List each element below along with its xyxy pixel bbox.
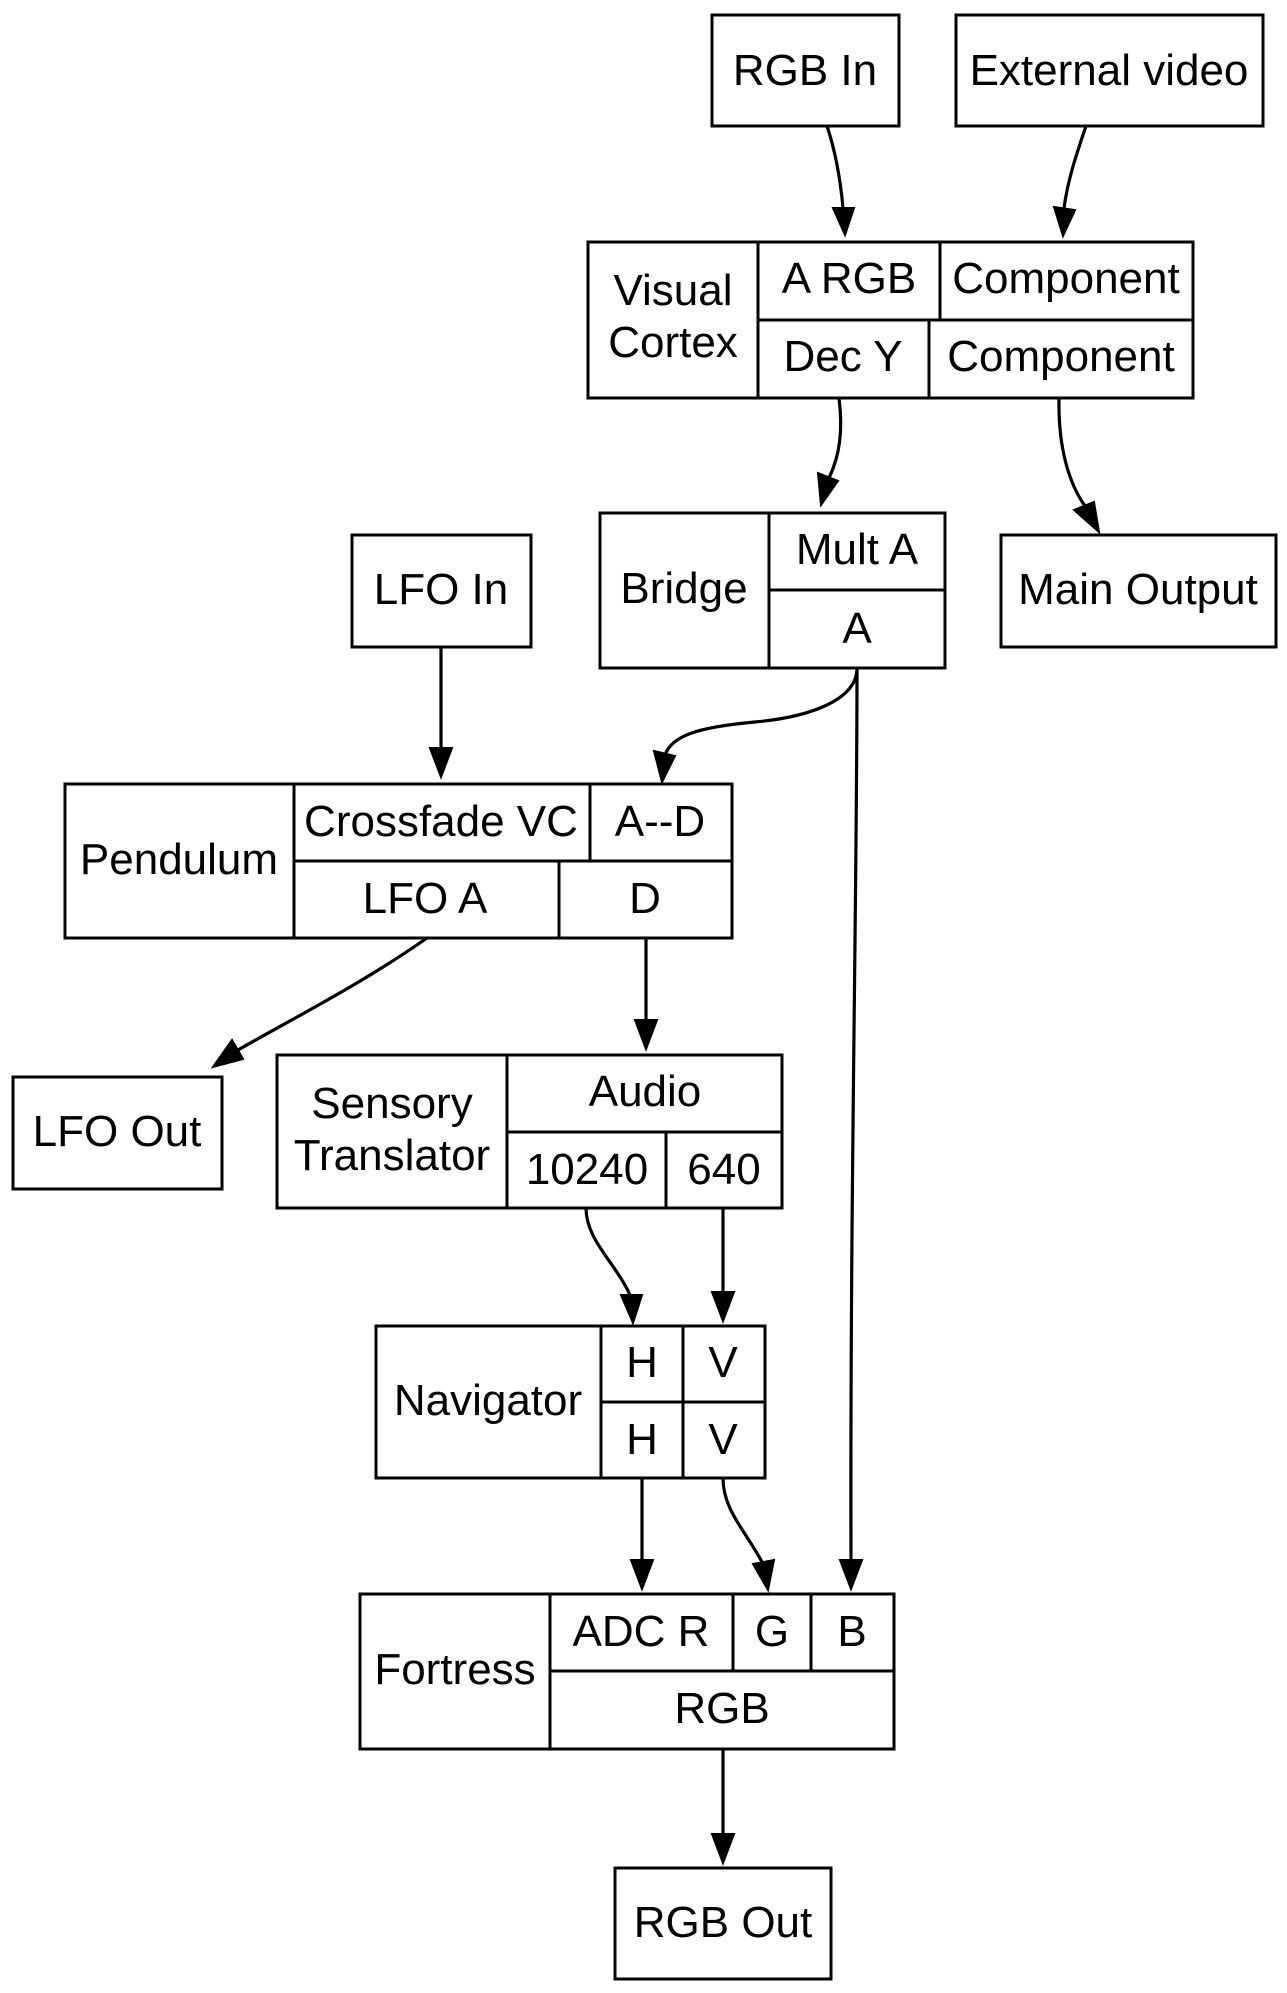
arrowhead <box>710 1291 736 1324</box>
node-navigator: Navigator H V H V <box>374 1324 767 1480</box>
edge-lfo-a-to-lfo-out <box>237 936 428 1052</box>
node-label: External video <box>970 46 1249 95</box>
port-component-in: Component <box>952 254 1179 303</box>
node-label-line2: Translator <box>294 1131 490 1180</box>
node-lfo-in: LFO In <box>350 533 533 649</box>
node-visual-cortex: Visual Cortex A RGB Component Dec Y Comp… <box>586 240 1195 400</box>
node-rgb-out: RGB Out <box>613 1866 833 1981</box>
port-audio: Audio <box>589 1067 702 1116</box>
node-fortress: Fortress ADC R G B RGB <box>358 1592 896 1751</box>
node-pendulum: Pendulum Crossfade VC A--D LFO A D <box>63 782 734 940</box>
node-label: Main Output <box>1018 565 1258 614</box>
node-label-line2: Cortex <box>608 318 738 367</box>
node-label-line1: Visual <box>613 266 732 315</box>
port-rgb: RGB <box>674 1684 769 1733</box>
arrowhead <box>210 1038 245 1069</box>
node-label: Pendulum <box>80 835 278 884</box>
arrowhead <box>1052 205 1077 239</box>
node-label: Fortress <box>374 1645 535 1694</box>
port-component-out: Component <box>947 332 1174 381</box>
arrowhead <box>1072 500 1101 535</box>
node-label: RGB Out <box>634 1898 813 1947</box>
port-a-rgb: A RGB <box>782 254 917 303</box>
node-label: Navigator <box>394 1376 582 1425</box>
arrowhead <box>838 1559 864 1592</box>
arrowhead <box>428 747 454 780</box>
edge-dec-y-to-bridge <box>827 397 843 479</box>
port-adc-r: ADC R <box>573 1607 710 1656</box>
port-b: B <box>837 1607 866 1656</box>
node-external-video: External video <box>954 13 1265 128</box>
edge-rgb-in-to-visual-cortex <box>825 125 845 209</box>
edges <box>210 125 1101 1866</box>
node-label-line1: Sensory <box>311 1079 472 1128</box>
node-label: LFO In <box>374 565 509 614</box>
edge-external-video-to-visual-cortex <box>1062 125 1088 209</box>
node-lfo-out: LFO Out <box>11 1075 224 1191</box>
port-h-in: H <box>626 1338 658 1387</box>
port-g: G <box>755 1607 789 1656</box>
port-v-in: V <box>708 1338 738 1387</box>
node-rgb-in: RGB In <box>710 13 901 128</box>
edge-10240-to-navigator-h <box>584 1207 632 1296</box>
port-a-d: A--D <box>615 797 705 846</box>
node-label: Bridge <box>620 564 747 613</box>
arrowhead <box>816 471 840 508</box>
port-h-out: H <box>626 1415 658 1464</box>
port-mult-a: Mult A <box>796 525 919 574</box>
edge-bridge-a-to-fortress-b <box>849 667 859 1563</box>
edge-navigator-v-to-fortress-g <box>721 1477 764 1563</box>
edge-component-to-main-output <box>1057 397 1087 507</box>
node-label: RGB In <box>733 46 877 95</box>
arrowhead <box>751 1558 776 1593</box>
port-640: 640 <box>687 1145 760 1194</box>
node-sensory-translator: Sensory Translator Audio 10240 640 <box>275 1053 784 1210</box>
port-crossfade-vc: Crossfade VC <box>304 797 578 846</box>
edge-bridge-a-to-pendulum <box>663 667 859 756</box>
arrowhead <box>710 1833 736 1866</box>
node-label: LFO Out <box>33 1107 202 1156</box>
arrowhead <box>633 1019 659 1052</box>
arrowhead <box>619 1294 644 1326</box>
port-10240: 10240 <box>526 1145 648 1194</box>
port-a: A <box>842 604 872 653</box>
port-lfo-a: LFO A <box>363 874 488 923</box>
arrowhead <box>629 1559 655 1592</box>
port-v-out: V <box>708 1415 738 1464</box>
arrowhead <box>652 749 677 785</box>
port-d: D <box>629 874 661 923</box>
node-bridge: Bridge Mult A A <box>598 511 947 670</box>
arrowhead <box>831 207 856 238</box>
node-main-output: Main Output <box>999 533 1278 649</box>
port-dec-y: Dec Y <box>783 332 902 381</box>
